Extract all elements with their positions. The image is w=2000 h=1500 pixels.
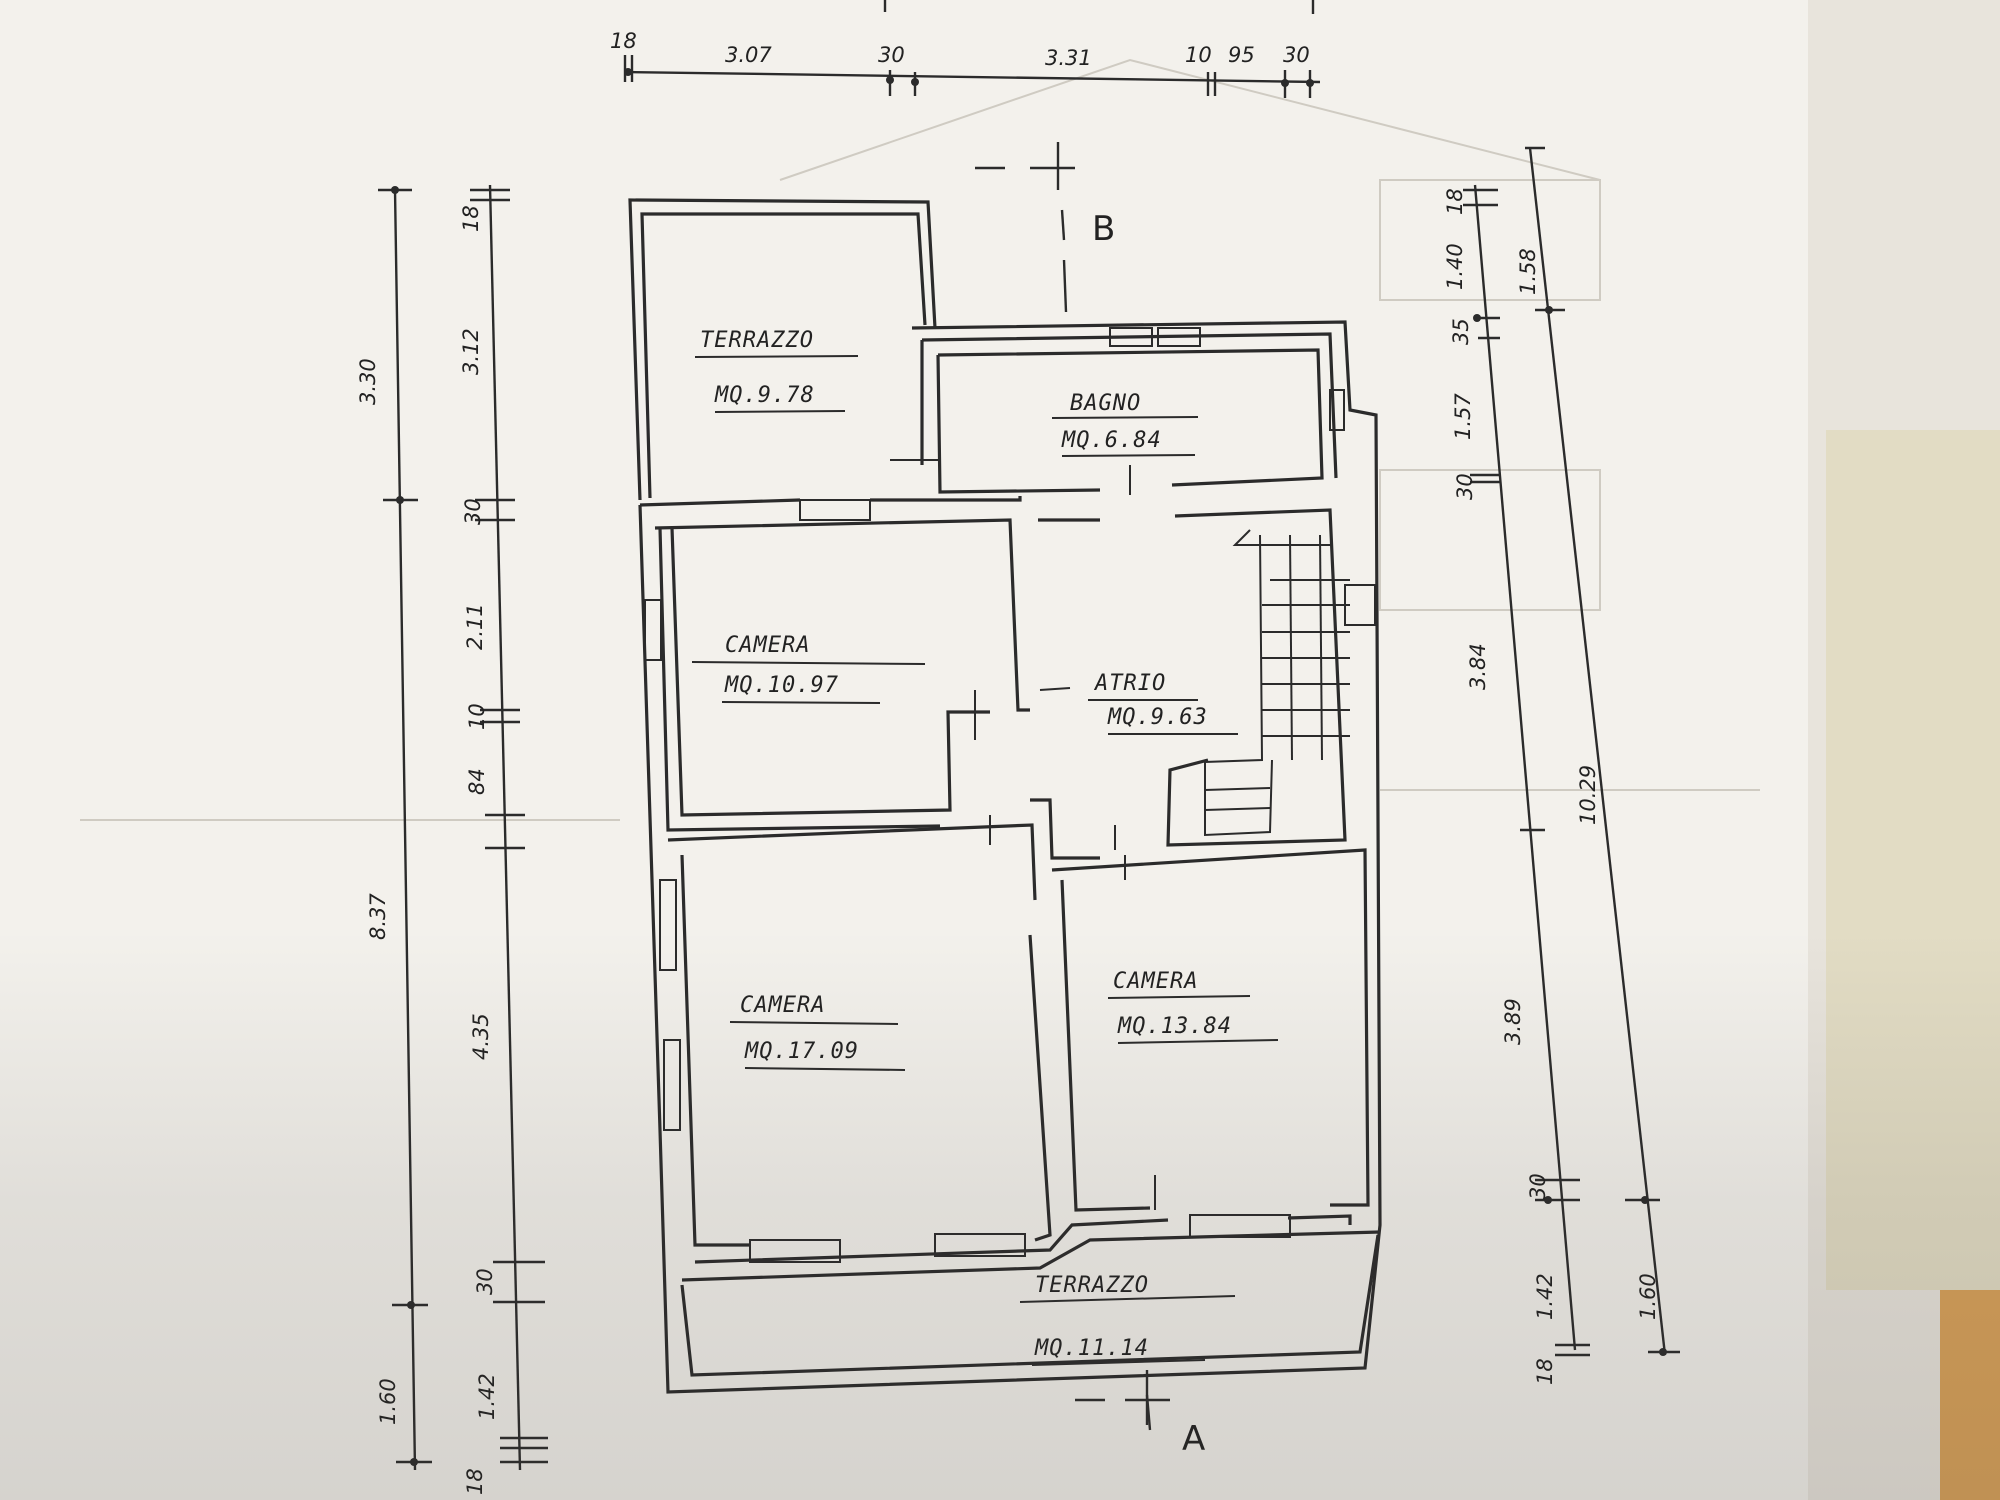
dim-text: 1.57 — [1451, 393, 1475, 440]
right-dimension-chains — [1463, 146, 1680, 1357]
dim-text: 84 — [465, 768, 489, 795]
room-name: ATRIO — [1093, 671, 1166, 696]
dim-text: 1.58 — [1516, 248, 1540, 295]
walls — [628, 198, 1382, 1394]
dim-text: 10 — [1185, 43, 1212, 67]
background-card — [1826, 430, 2000, 1290]
dim-text: 10.29 — [1576, 765, 1600, 825]
section-label-a: A — [1182, 1419, 1205, 1459]
dim-text: 2.11 — [463, 603, 487, 650]
dim-text: 3.84 — [1466, 643, 1490, 690]
room-area: MQ.9.78 — [714, 383, 815, 408]
paper-sheet — [0, 0, 1808, 1500]
room-camera-2: CAMERA MQ.17.09 — [729, 993, 906, 1071]
dim-text: 3.30 — [356, 358, 380, 405]
dim-text: 18 — [610, 29, 637, 53]
dim-text: 18 — [463, 1468, 487, 1495]
dim-text: 35 — [1449, 318, 1473, 345]
room-name: TERRAZZO — [700, 328, 814, 353]
section-label-b: B — [1092, 209, 1115, 249]
dim-text: 1.60 — [376, 1378, 400, 1425]
room-terrazzo-top: TERRAZZO MQ.9.78 — [694, 328, 859, 413]
section-markers — [975, 142, 1170, 1431]
room-name: BAGNO — [1070, 391, 1141, 416]
room-area: MQ.10.97 — [724, 673, 839, 698]
dim-text: 3.12 — [459, 328, 483, 375]
room-camera-3: CAMERA MQ.13.84 — [1107, 969, 1279, 1044]
dim-text: 95 — [1228, 43, 1255, 67]
room-area: MQ.9.63 — [1107, 705, 1208, 730]
dim-text: 30 — [1283, 43, 1310, 67]
top-dimension-chain — [623, 0, 1321, 98]
dim-text: 30 — [473, 1268, 497, 1295]
room-terrazzo-bottom: TERRAZZO MQ.11.14 — [1019, 1273, 1236, 1366]
room-name: CAMERA — [740, 993, 825, 1018]
room-area: MQ.6.84 — [1061, 428, 1162, 453]
dim-text: 30 — [1526, 1173, 1550, 1200]
room-camera-1: CAMERA MQ.10.97 — [691, 633, 926, 704]
windows — [644, 327, 1345, 1263]
room-bagno: BAGNO MQ.6.84 — [1051, 391, 1199, 457]
dim-text: 3.89 — [1501, 998, 1525, 1045]
dim-text: 3.31 — [1045, 46, 1092, 70]
stairs — [1204, 529, 1376, 837]
left-dimension-chains — [378, 184, 548, 1471]
dim-text: 18 — [459, 205, 483, 232]
dim-text: 1.42 — [475, 1373, 499, 1420]
dim-text: 1.60 — [1636, 1273, 1660, 1320]
room-name: CAMERA — [1113, 969, 1198, 994]
wood-surface — [1940, 1290, 2000, 1500]
dim-text: 3.07 — [725, 43, 772, 67]
dim-text: 30 — [461, 498, 485, 525]
dim-text: 1.42 — [1533, 1273, 1557, 1320]
dim-text: 8.37 — [366, 893, 390, 940]
ghost-facade — [80, 58, 1760, 821]
room-area: MQ.13.84 — [1117, 1014, 1232, 1039]
dim-text: 30 — [1453, 473, 1477, 500]
room-area: MQ.17.09 — [744, 1039, 859, 1064]
room-atrio: ATRIO MQ.9.63 — [1088, 671, 1238, 735]
dim-text: 10 — [465, 703, 489, 730]
dim-text: 30 — [878, 43, 905, 67]
room-area: MQ.11.14 — [1034, 1336, 1149, 1361]
dim-text: 4.35 — [469, 1013, 493, 1060]
dim-text: 18 — [1533, 1358, 1557, 1385]
dim-text: 18 — [1443, 188, 1467, 215]
room-name: TERRAZZO — [1035, 1273, 1149, 1298]
room-name: CAMERA — [725, 633, 810, 658]
dim-text: 1.40 — [1443, 243, 1467, 290]
door-marks — [890, 459, 1156, 1210]
